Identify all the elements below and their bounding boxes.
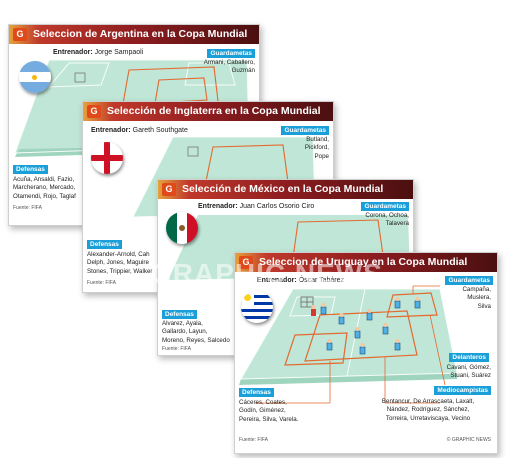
goalkeepers-list: Corona, Ochoa, Talavera [365,212,409,228]
defenders-label: Defensas [162,310,197,319]
graphic-news-logo-icon: G [13,28,27,41]
defenders-label: Defensas [13,165,48,174]
goalkeepers-list: Armani, Caballero, Guzmán [203,59,255,75]
defenders-list: Alexander-Arnold, Cah Delph, Jones, Magu… [87,251,153,275]
goalkeepers-label: Guardametas [445,276,493,285]
goalkeepers-label: Guardametas [281,126,329,135]
player-icon [354,327,361,339]
card-title: G Selección de México en la Copa Mundial [158,180,413,199]
card-uruguay: G Seleccion de Uruguay en la Copa Mundia… [234,252,498,454]
player-icon [414,297,421,309]
player-icon [359,343,366,355]
source-note: Fuente: FIFA [239,437,268,443]
player-icon [394,339,401,351]
midfielders-list: Bentancur, De Arrascaeta, Laxalt, Nández… [381,398,475,422]
card-title: G Seleccion de Uruguay en la Copa Mundia… [235,253,497,272]
coach-line: Entrenador: Óscar Tabárez [257,277,345,284]
source-note: Fuente: FIFA [162,346,191,352]
player-icon [311,305,316,316]
goalkeepers-list: Butland, Pickford, Pope [304,136,329,160]
coach-line: Entrenador: Juan Carlos Osorio Ciro [198,203,315,210]
defenders-list: Cáceres, Coates, Godín, Giménez, Pereira… [239,399,299,423]
player-icon [320,303,327,315]
card-title: G Selección de Inglaterra en la Copa Mun… [83,102,333,121]
watermark: GRAPHIC NEWS [150,258,383,289]
source-note: Fuente: FIFA [87,280,116,286]
card-title: G Seleccion de Argentina en la Copa Mund… [9,25,259,44]
coach-line: Entrenador: Gareth Southgate [91,127,188,134]
graphic-news-logo-icon: G [239,256,253,269]
goalkeepers-list: Campaña, Muslera, Silva [462,286,491,310]
goalkeepers-label: Guardametas [361,202,409,211]
midfielders-label: Mediocampistas [434,386,491,395]
graphic-news-logo-icon: G [87,105,101,118]
uruguay-flag-icon [241,291,273,323]
defenders-label: Defensas [87,240,122,249]
player-icon [338,313,345,325]
player-icon [326,339,333,351]
source-note: Fuente: FIFA [13,205,42,211]
england-flag-icon [91,142,123,174]
argentina-flag-icon [19,61,51,93]
player-icon [394,297,401,309]
graphic-news-logo-icon: G [162,183,176,196]
mexico-flag-icon [166,212,198,244]
defenders-label: Defensas [239,388,274,397]
credit-note: © GRAPHIC NEWS [446,437,491,443]
defenders-list: Acuña, Ansaldi, Fazio, Marcherano, Merca… [13,176,76,200]
goalkeepers-label: Guardametas [207,49,255,58]
forwards-label: Delanteros [449,353,489,362]
coach-line: Entrenador: Jorge Sampaoli [53,49,144,56]
pitch-uruguay [239,285,458,404]
defenders-list: Alvarez, Ayala, Gallardo, Layun, Moreno,… [162,320,230,344]
player-icon [366,309,373,321]
player-icon [382,323,389,335]
forwards-list: Cavani, Gómez, Stuani, Suárez [446,364,491,380]
